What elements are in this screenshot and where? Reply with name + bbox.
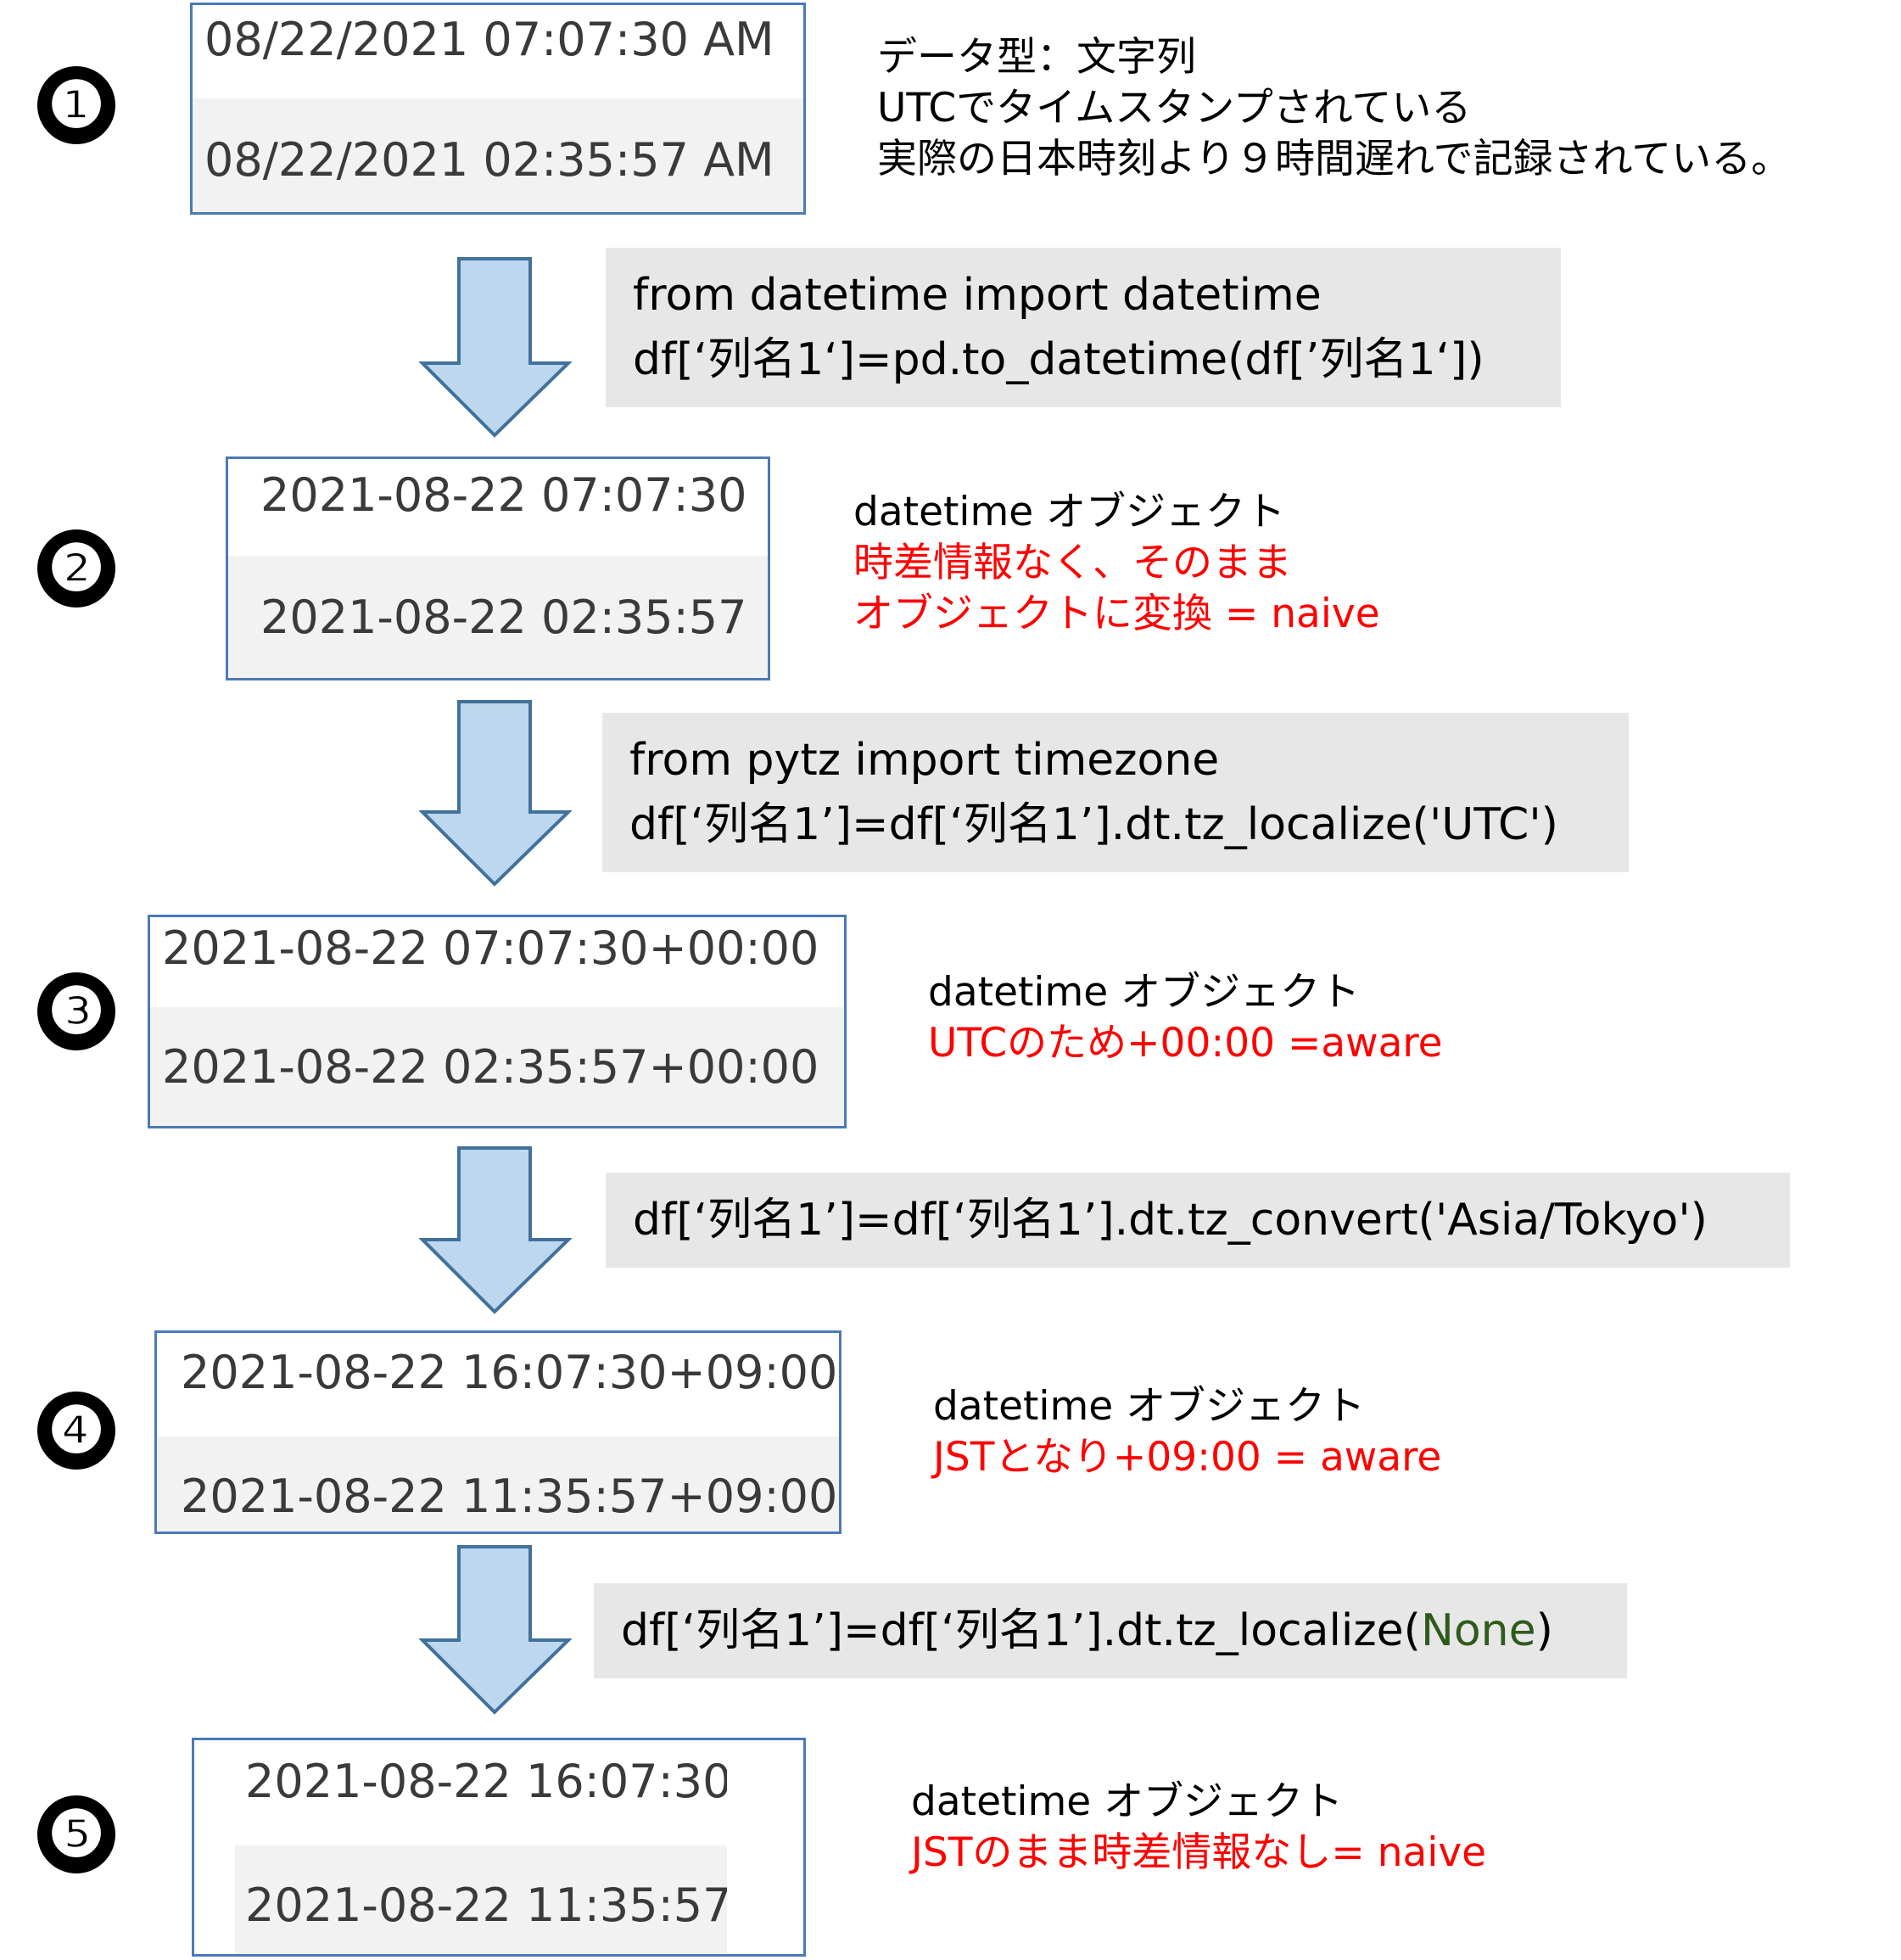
step-3-value-box: 2021-08-22 07:07:30+00:00 2021-08-22 02:… xyxy=(148,915,847,1128)
step-1-desc-line-2: UTCでタイムスタンプされている xyxy=(877,85,1472,132)
step-1-desc-line-1: データ型：文字列 xyxy=(877,34,1196,81)
step-4-row-1: 2021-08-22 16:07:30+09:00 xyxy=(181,1346,838,1399)
step-5-row-2: 2021-08-22 11:35:57 xyxy=(235,1845,727,1954)
code-2-line-1: from pytz import timezone xyxy=(629,735,1220,786)
step-1-desc-line-3: 実際の日本時刻より９時間遅れで記録されている。 xyxy=(877,136,1792,182)
step-3-marker: ❸ xyxy=(37,972,115,1050)
step-3-description: datetime オブジェクト UTCのため+00:00 =aware xyxy=(928,967,1443,1069)
step-2-marker: ❷ xyxy=(37,529,115,608)
step-5-desc-title: datetime オブジェクト xyxy=(911,1778,1344,1825)
step-3-desc-red-1: UTCのため+00:00 =aware xyxy=(928,1020,1443,1067)
step-3-desc-title: datetime オブジェクト xyxy=(928,969,1361,1016)
code-1-line-2: df[‘列名1‘]=pd.to_datetime(df[’列名1‘]) xyxy=(633,334,1484,385)
code-4-suffix: ) xyxy=(1535,1605,1553,1656)
down-arrow-2 xyxy=(419,700,572,887)
code-block-3: df[‘列名1’]=df[‘列名1’].dt.tz_convert('Asia/… xyxy=(606,1173,1790,1268)
code-4-line-1: df[‘列名1’]=df[‘列名1’].dt.tz_localize(None) xyxy=(621,1599,1627,1663)
step-1-row-1: 08/22/2021 07:07:30 AM xyxy=(204,13,774,66)
step-2-row-1: 2021-08-22 07:07:30 xyxy=(260,468,747,522)
down-arrow-4 xyxy=(419,1545,572,1715)
step-2-description: datetime オブジェクト 時差情報なく、そのまま オブジェクトに変換 = … xyxy=(853,487,1380,640)
code-block-4: df[‘列名1’]=df[‘列名1’].dt.tz_localize(None) xyxy=(594,1583,1627,1678)
step-4-desc-red-1: JSTとなり+09:00 = aware xyxy=(933,1434,1442,1481)
step-1-row-2: 08/22/2021 02:35:57 AM xyxy=(193,98,803,212)
code-3-line-1: df[‘列名1’]=df[‘列名1’].dt.tz_convert('Asia/… xyxy=(633,1195,1708,1246)
step-2-desc-red-1: 時差情報なく、そのまま xyxy=(853,540,1292,586)
code-block-1: from datetime import datetime df[‘列名1‘]=… xyxy=(606,248,1561,407)
step-2-row-2: 2021-08-22 02:35:57 xyxy=(228,556,768,678)
step-1-description: データ型：文字列 UTCでタイムスタンプされている 実際の日本時刻より９時間遅れ… xyxy=(877,32,1791,185)
step-5-desc-red-1: JSTのまま時差情報なし= naive xyxy=(911,1829,1487,1876)
step-2-value-box: 2021-08-22 07:07:30 2021-08-22 02:35:57 xyxy=(226,456,770,680)
step-5-description: datetime オブジェクト JSTのまま時差情報なし= naive xyxy=(911,1777,1486,1879)
step-4-value-box: 2021-08-22 16:07:30+09:00 2021-08-22 11:… xyxy=(154,1330,841,1534)
step-2-desc-red-2: オブジェクトに変換 = naive xyxy=(853,591,1380,637)
down-arrow-1 xyxy=(419,257,572,438)
step-3-row-2: 2021-08-22 02:35:57+00:00 xyxy=(150,1007,844,1126)
step-4-marker: ❹ xyxy=(37,1392,115,1470)
step-1-value-box: 08/22/2021 07:07:30 AM 08/22/2021 02:35:… xyxy=(190,3,806,215)
code-4-none-keyword: None xyxy=(1420,1605,1536,1656)
step-4-description: datetime オブジェクト JSTとなり+09:00 = aware xyxy=(933,1381,1441,1483)
code-2-line-2: df[‘列名1’]=df[‘列名1’].dt.tz_localize('UTC'… xyxy=(629,799,1558,850)
step-5-marker: ❺ xyxy=(37,1795,115,1873)
step-5-row-1: 2021-08-22 16:07:30 xyxy=(245,1755,727,1808)
step-5-value-box: 2021-08-22 16:07:30 2021-08-22 11:35:57 xyxy=(192,1738,806,1957)
step-4-desc-title: datetime オブジェクト xyxy=(933,1383,1366,1430)
step-2-desc-title: datetime オブジェクト xyxy=(853,489,1286,535)
step-1-marker: ❶ xyxy=(37,66,115,144)
code-4-prefix: df[‘列名1’]=df[‘列名1’].dt.tz_localize( xyxy=(621,1605,1421,1656)
code-1-line-1: from datetime import datetime xyxy=(633,270,1322,321)
down-arrow-3 xyxy=(419,1146,572,1314)
step-4-row-2: 2021-08-22 11:35:57+09:00 xyxy=(157,1436,839,1532)
step-3-row-1: 2021-08-22 07:07:30+00:00 xyxy=(162,921,819,975)
code-block-2: from pytz import timezone df[‘列名1’]=df[‘… xyxy=(602,713,1629,872)
